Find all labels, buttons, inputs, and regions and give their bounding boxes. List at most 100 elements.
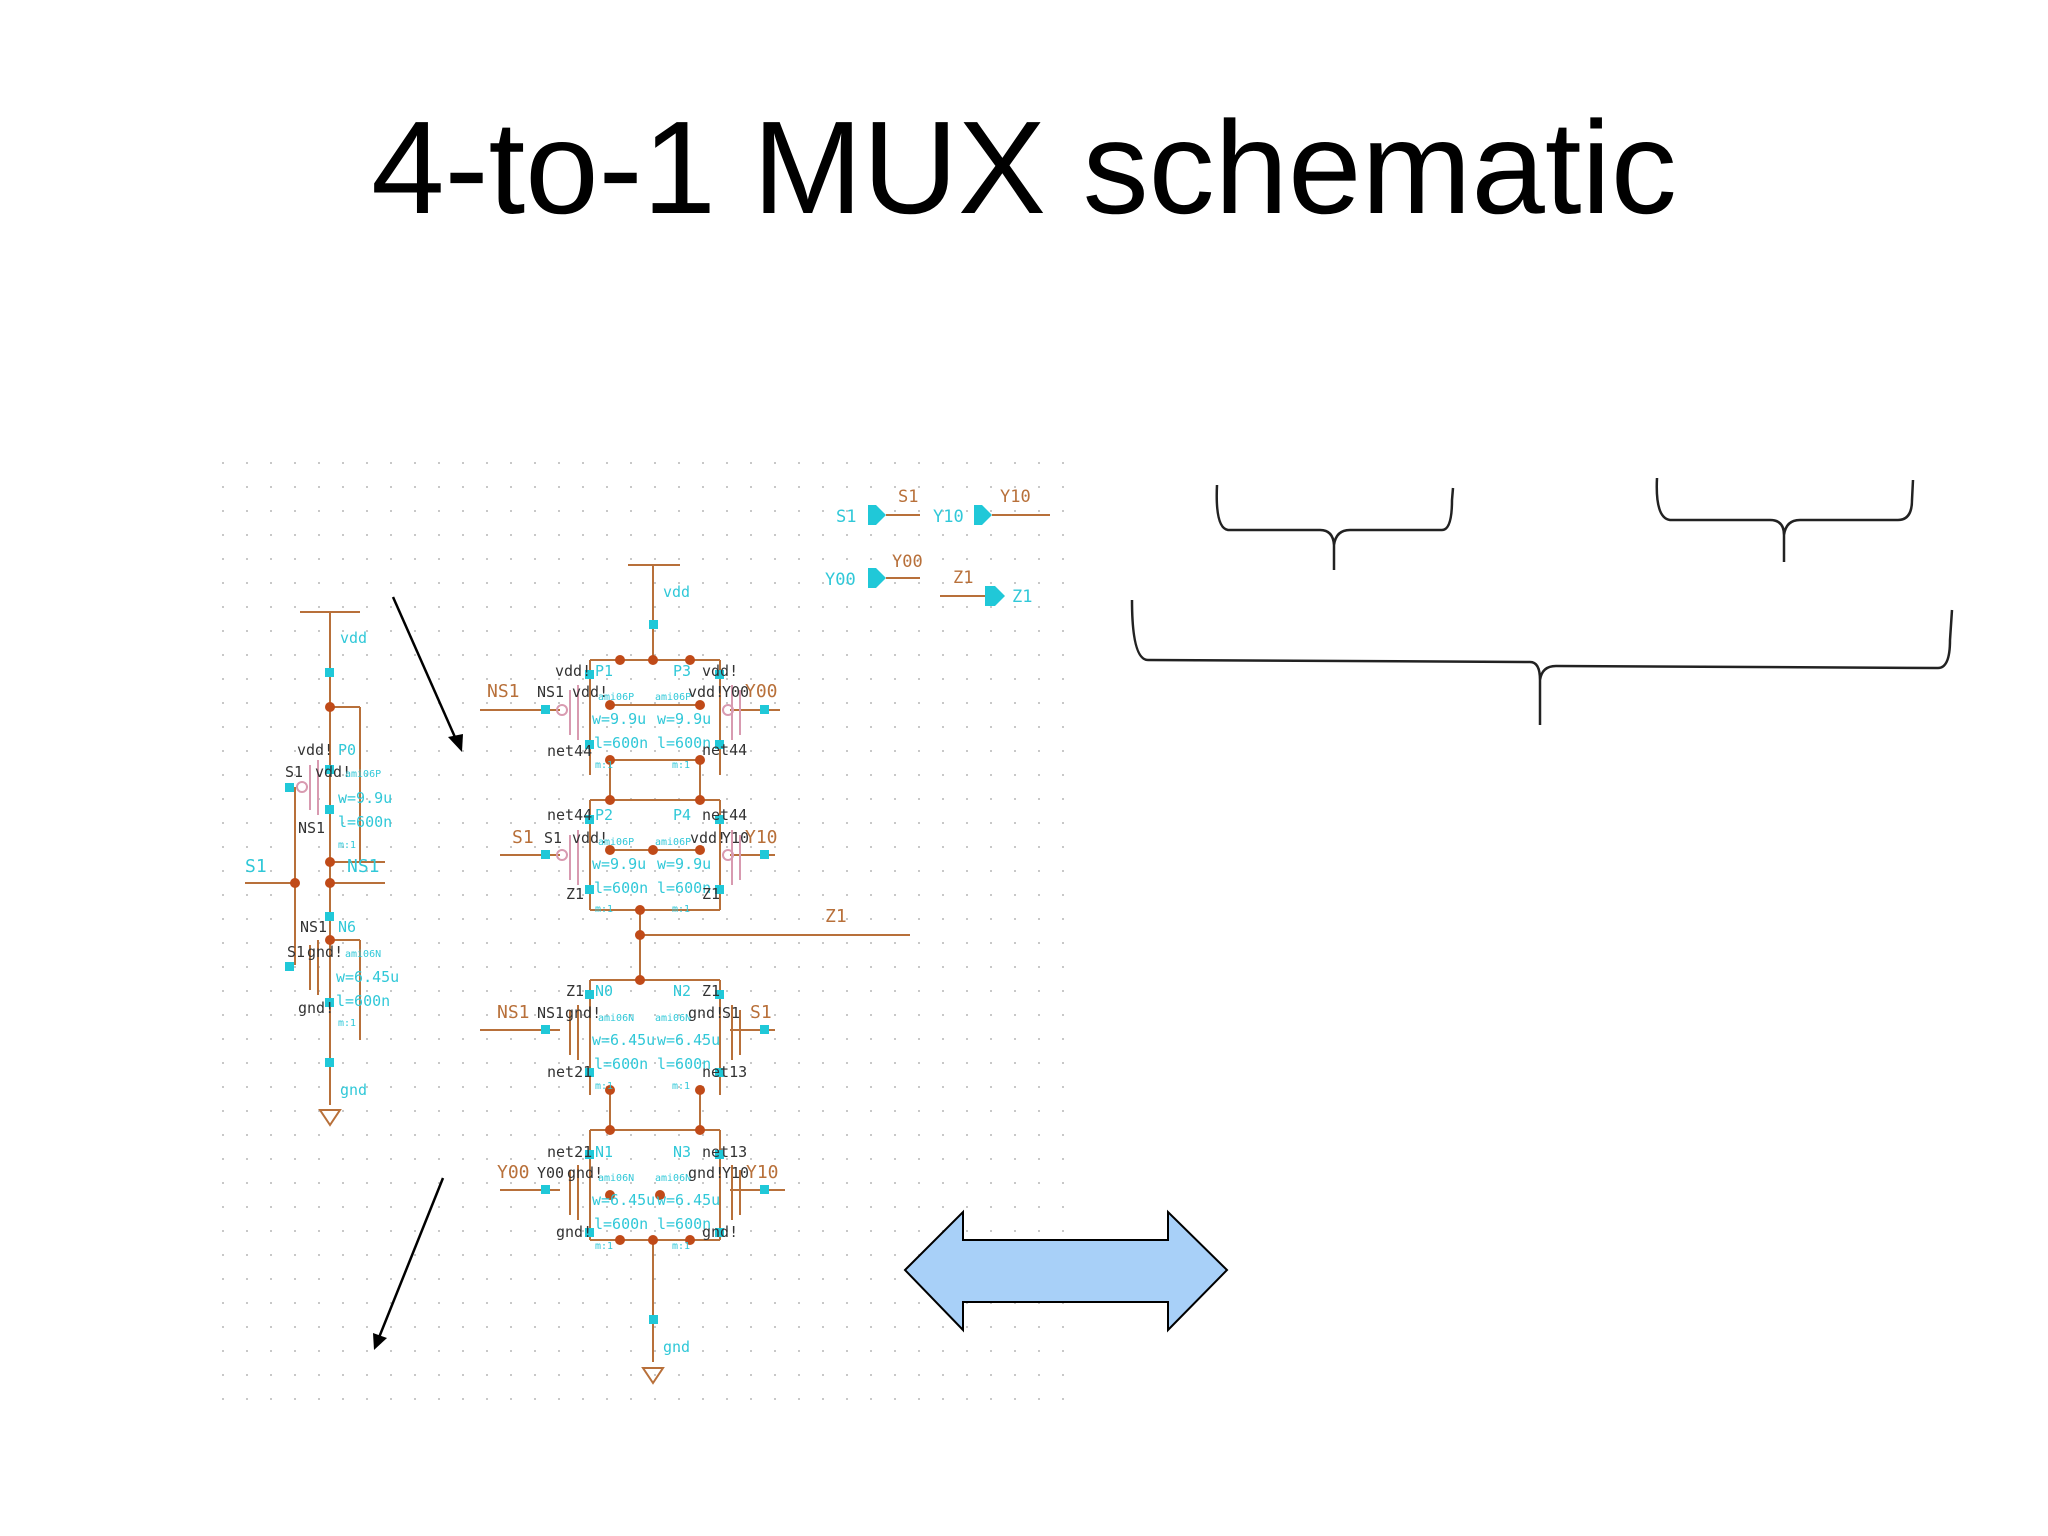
grid-dot xyxy=(774,1182,776,1184)
inverter-nodes xyxy=(290,702,335,945)
grid-dot xyxy=(414,846,416,848)
grid-dot xyxy=(534,702,536,704)
grid-dot xyxy=(606,1134,608,1136)
grid-dot xyxy=(270,654,272,656)
grid-dot xyxy=(294,750,296,752)
pin-s1-wire-label: S1 xyxy=(898,487,918,507)
grid-dot xyxy=(606,1230,608,1232)
grid-dot xyxy=(318,702,320,704)
n0-w: w=6.45u xyxy=(592,1031,655,1049)
grid-dot xyxy=(462,1350,464,1352)
grid-dot xyxy=(750,798,752,800)
grid-dot xyxy=(1038,942,1040,944)
inverter-p-body: vdd! xyxy=(315,763,351,781)
grid-dot xyxy=(342,1206,344,1208)
arrow-down-left xyxy=(376,1177,445,1341)
grid-dot xyxy=(798,942,800,944)
grid-dot xyxy=(702,726,704,728)
grid-dot xyxy=(966,1134,968,1136)
p4-name: P4 xyxy=(673,806,691,824)
grid-dot xyxy=(342,1014,344,1016)
grid-dot xyxy=(342,1398,344,1400)
grid-dot xyxy=(246,798,248,800)
grid-dot xyxy=(246,462,248,464)
grid-dot xyxy=(462,510,464,512)
n1-bottom: gnd! xyxy=(556,1223,592,1241)
grid-dot xyxy=(702,678,704,680)
grid-dot xyxy=(894,702,896,704)
grid-dot xyxy=(702,534,704,536)
grid-dot xyxy=(390,1086,392,1088)
grid-dot xyxy=(870,966,872,968)
grid-dot xyxy=(510,1086,512,1088)
grid-dot xyxy=(246,1302,248,1304)
grid-dot xyxy=(870,558,872,560)
grid-dot xyxy=(1038,1110,1040,1112)
grid-dot xyxy=(918,1182,920,1184)
grid-dot xyxy=(462,1278,464,1280)
grid-dot xyxy=(918,558,920,560)
grid-dot xyxy=(870,726,872,728)
grid-dot xyxy=(654,486,656,488)
grid-dot xyxy=(558,630,560,632)
slide-title: 4-to-1 MUX schematic xyxy=(371,94,1677,241)
pin-s1-label: S1 xyxy=(836,507,856,527)
grid-dot xyxy=(750,558,752,560)
grid-dot xyxy=(1014,1110,1016,1112)
grid-dot xyxy=(990,1206,992,1208)
grid-dot xyxy=(990,1350,992,1352)
grid-dot xyxy=(486,678,488,680)
p4-top: net44 xyxy=(702,806,747,824)
grid-dot xyxy=(798,1086,800,1088)
grid-dot xyxy=(750,654,752,656)
grid-dot xyxy=(846,990,848,992)
grid-dot xyxy=(918,1398,920,1400)
grid-dot xyxy=(558,1134,560,1136)
grid-dot xyxy=(558,726,560,728)
grid-dot xyxy=(1062,654,1064,656)
grid-dot xyxy=(798,822,800,824)
grid-dot xyxy=(846,1038,848,1040)
grid-dot xyxy=(246,534,248,536)
grid-dot xyxy=(822,942,824,944)
grid-dot xyxy=(318,1230,320,1232)
grid-dot xyxy=(222,1374,224,1376)
grid-dot xyxy=(246,1158,248,1160)
grid-dot xyxy=(558,846,560,848)
p4-body: vdd! xyxy=(690,829,726,847)
n0-name: N0 xyxy=(595,982,613,1000)
grid-dot xyxy=(678,630,680,632)
grid-dot xyxy=(390,510,392,512)
grid-dot xyxy=(894,894,896,896)
grid-dot xyxy=(1062,1374,1064,1376)
grid-dot xyxy=(1062,486,1064,488)
grid-dot xyxy=(966,654,968,656)
grid-dot xyxy=(942,678,944,680)
grid-dot xyxy=(438,870,440,872)
grid-dot xyxy=(630,846,632,848)
grid-dot xyxy=(750,1230,752,1232)
n2-gate: S1 xyxy=(722,1004,740,1022)
grid-dot xyxy=(942,630,944,632)
grid-dot xyxy=(222,1206,224,1208)
grid-dot xyxy=(750,462,752,464)
grid-dot xyxy=(1014,606,1016,608)
grid-dot xyxy=(414,1254,416,1256)
grid-dot xyxy=(798,1398,800,1400)
grid-dot xyxy=(318,1014,320,1016)
grid-dot xyxy=(246,1206,248,1208)
grid-dot xyxy=(606,534,608,536)
grid-dot xyxy=(270,534,272,536)
grid-dot xyxy=(678,1134,680,1136)
grid-dot xyxy=(774,870,776,872)
grid-dot xyxy=(270,870,272,872)
grid-dot xyxy=(774,726,776,728)
grid-dot xyxy=(1062,558,1064,560)
grid-dot xyxy=(534,534,536,536)
grid-dot xyxy=(510,726,512,728)
grid-dot xyxy=(798,462,800,464)
grid-dot xyxy=(606,726,608,728)
grid-dot xyxy=(750,1278,752,1280)
grid-dot xyxy=(366,1206,368,1208)
grid-dot xyxy=(726,1254,728,1256)
